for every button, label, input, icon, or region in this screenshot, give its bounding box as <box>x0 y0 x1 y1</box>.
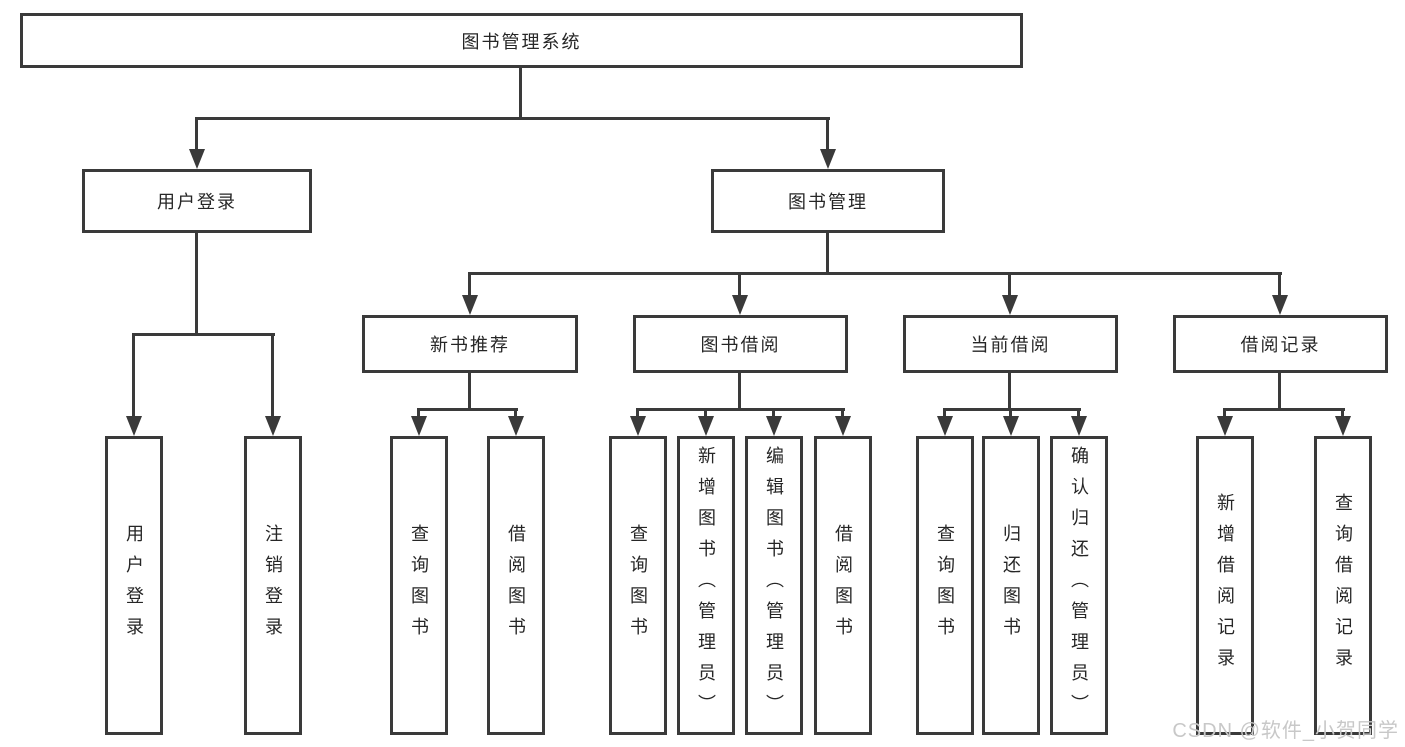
arrowhead-down-icon <box>1217 416 1233 436</box>
connector-drop <box>271 333 274 420</box>
arrowhead-down-icon <box>462 295 478 315</box>
leaf-confirm-return-admin: 确认归还（管理员） <box>1050 436 1108 735</box>
node-library-management-system: 图书管理系统 <box>20 13 1023 68</box>
arrowhead-down-icon <box>937 416 953 436</box>
connector-drop <box>841 408 844 420</box>
connector-drop <box>1077 408 1080 420</box>
arrowhead-down-icon <box>1071 416 1087 436</box>
node-label: 借阅图书 <box>833 523 853 648</box>
connector-bar <box>468 272 1282 275</box>
node-label: 确认归还（管理员） <box>1069 446 1089 725</box>
connector-stem <box>468 373 471 411</box>
arrowhead-down-icon <box>1003 416 1019 436</box>
leaf-query-borrow-record: 查询借阅记录 <box>1314 436 1372 735</box>
node-label: 查询图书 <box>628 523 648 648</box>
arrowhead-down-icon <box>265 416 281 436</box>
arrowhead-down-icon <box>835 416 851 436</box>
arrowhead-down-icon <box>1272 295 1288 315</box>
connector-stem <box>826 233 829 275</box>
connector-stem <box>1008 373 1011 411</box>
node-label: 借阅记录 <box>1240 335 1321 355</box>
arrowhead-down-icon <box>630 416 646 436</box>
node-book-management: 图书管理 <box>711 169 945 233</box>
node-label: 图书管理系统 <box>461 31 582 52</box>
node-label: 图书管理 <box>788 192 868 212</box>
arrowhead-down-icon <box>411 416 427 436</box>
leaf-edit-books-admin: 编辑图书（管理员） <box>745 436 803 735</box>
connector-stem <box>738 373 741 411</box>
node-label: 查询图书 <box>935 523 955 648</box>
connector-stem <box>195 233 198 336</box>
leaf-add-books-admin: 新增图书（管理员） <box>677 436 735 735</box>
connector-bar <box>943 408 1081 411</box>
connector-bar <box>195 117 830 120</box>
leaf-query-books-1: 查询图书 <box>390 436 448 735</box>
arrowhead-down-icon <box>189 149 205 169</box>
connector-drop <box>826 117 829 153</box>
connector-drop <box>1223 408 1226 420</box>
node-label: 查询图书 <box>409 523 429 648</box>
connector-bar <box>132 333 275 336</box>
connector-drop <box>772 408 775 420</box>
node-label: 当前借阅 <box>970 335 1051 355</box>
node-user-login: 用户登录 <box>82 169 312 233</box>
node-label: 图书借阅 <box>700 335 781 355</box>
node-label: 归还图书 <box>1001 523 1021 648</box>
leaf-return-books: 归还图书 <box>982 436 1040 735</box>
connector-bar <box>636 408 845 411</box>
arrowhead-down-icon <box>820 149 836 169</box>
leaf-query-books-3: 查询图书 <box>916 436 974 735</box>
node-label: 借阅图书 <box>506 523 526 648</box>
connector-drop <box>636 408 639 420</box>
connector-drop <box>943 408 946 420</box>
leaf-logout: 注销登录 <box>244 436 302 735</box>
connector-drop <box>1009 408 1012 420</box>
node-book-borrowing: 图书借阅 <box>633 315 848 373</box>
connector-drop <box>1341 408 1344 420</box>
arrowhead-down-icon <box>732 295 748 315</box>
arrowhead-down-icon <box>126 416 142 436</box>
connector-drop <box>132 333 135 420</box>
leaf-borrow-books-1: 借阅图书 <box>487 436 545 735</box>
node-new-book-recommend: 新书推荐 <box>362 315 578 373</box>
leaf-add-borrow-record: 新增借阅记录 <box>1196 436 1254 735</box>
csdn-watermark: CSDN @软件_小贺同学 <box>1172 720 1399 742</box>
node-current-borrowing: 当前借阅 <box>903 315 1118 373</box>
node-label: 查询借阅记录 <box>1333 492 1353 679</box>
connector-stem <box>1278 373 1281 411</box>
connector-stem <box>519 68 522 120</box>
node-label: 注销登录 <box>263 523 283 648</box>
node-borrowing-records: 借阅记录 <box>1173 315 1388 373</box>
leaf-borrow-books-2: 借阅图书 <box>814 436 872 735</box>
node-label: 编辑图书（管理员） <box>764 446 784 725</box>
node-label: 用户登录 <box>124 523 144 648</box>
connector-bar <box>417 408 518 411</box>
connector-drop <box>738 272 741 299</box>
arrowhead-down-icon <box>1335 416 1351 436</box>
node-label: 新书推荐 <box>430 335 510 355</box>
arrowhead-down-icon <box>698 416 714 436</box>
node-label: 新增借阅记录 <box>1215 492 1235 679</box>
arrowhead-down-icon <box>508 416 524 436</box>
connector-drop <box>195 117 198 153</box>
connector-drop <box>514 408 517 420</box>
arrowhead-down-icon <box>766 416 782 436</box>
connector-drop <box>417 408 420 420</box>
leaf-user-login: 用户登录 <box>105 436 163 735</box>
connector-bar <box>1223 408 1345 411</box>
connector-drop <box>468 272 471 299</box>
connector-drop <box>1278 272 1281 299</box>
leaf-query-books-2: 查询图书 <box>609 436 667 735</box>
connector-drop <box>1008 272 1011 299</box>
arrowhead-down-icon <box>1002 295 1018 315</box>
connector-drop <box>704 408 707 420</box>
node-label: 用户登录 <box>157 192 237 212</box>
node-label: 新增图书（管理员） <box>696 446 716 725</box>
